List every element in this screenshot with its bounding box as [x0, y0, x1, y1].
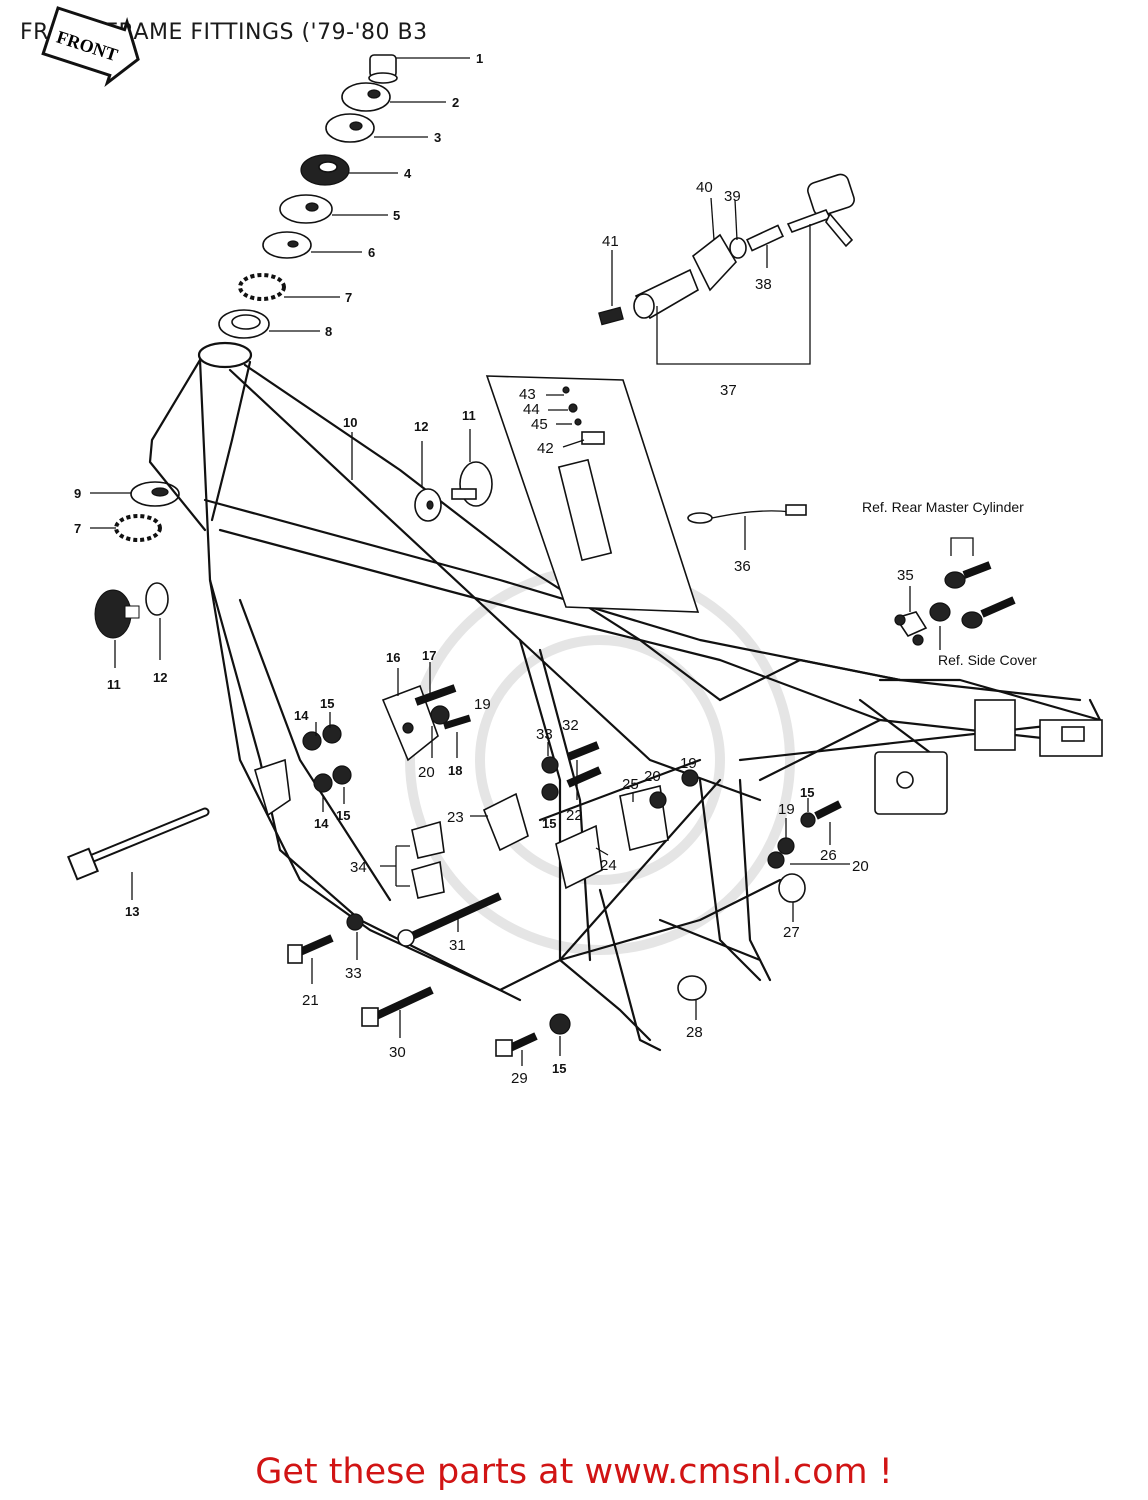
rubber-mount-11-12-left	[94, 582, 169, 668]
label-36: 36	[734, 558, 751, 575]
wire-36	[687, 504, 807, 550]
label-15b: 15	[336, 808, 350, 823]
label-13: 13	[125, 904, 139, 919]
label-23: 23	[447, 809, 464, 826]
label-10: 10	[343, 415, 357, 430]
steering-stem-parts	[114, 54, 398, 542]
label-41: 41	[602, 233, 619, 250]
label-40: 40	[696, 179, 713, 196]
label-15d: 15	[552, 1061, 566, 1076]
label-30: 30	[389, 1044, 406, 1061]
right-side-fasteners	[677, 798, 850, 1020]
label-11a: 11	[462, 408, 476, 423]
label-28: 28	[686, 1024, 703, 1041]
label-17: 17	[422, 648, 436, 663]
cone-6	[262, 231, 312, 259]
part-number-labels: 1 2 3 4 5 6 7 8 9 7 10 12 11 11 12 13 14…	[74, 51, 914, 1087]
label-12b: 12	[153, 670, 167, 685]
label-29: 29	[511, 1070, 528, 1087]
label-39: 39	[724, 188, 741, 205]
engine-mount-plates	[470, 741, 699, 890]
label-44: 44	[523, 401, 540, 418]
label-33b: 33	[345, 965, 362, 982]
label-22: 22	[566, 807, 583, 824]
race-9	[130, 481, 180, 507]
label-3: 3	[434, 130, 441, 145]
label-33a: 33	[536, 726, 553, 743]
note-side-cover: Ref. Side Cover	[938, 652, 1037, 668]
label-24: 24	[600, 857, 617, 874]
label-14a: 14	[294, 708, 309, 723]
stem-nut-1	[368, 54, 398, 84]
label-35: 35	[897, 567, 914, 584]
label-11b: 11	[107, 677, 121, 692]
label-43: 43	[519, 386, 536, 403]
label-16: 16	[386, 650, 400, 665]
race-8	[218, 309, 270, 339]
label-19c: 19	[778, 801, 795, 818]
spacers-34	[380, 820, 445, 899]
note-rear-master-cylinder: Ref. Rear Master Cylinder	[862, 499, 1024, 515]
stem-leader-lines	[90, 57, 470, 529]
ball-bearing-7a	[238, 273, 286, 301]
label-32: 32	[562, 717, 579, 734]
label-18: 18	[448, 763, 462, 778]
label-26: 26	[820, 847, 837, 864]
label-42: 42	[537, 440, 554, 457]
rear-fasteners	[894, 537, 1016, 650]
washer-3	[325, 113, 375, 143]
label-20a: 20	[418, 764, 435, 781]
label-7a: 7	[345, 290, 352, 305]
label-20b: 20	[644, 768, 661, 785]
label-14b: 14	[314, 816, 329, 831]
washer-2	[341, 82, 391, 112]
label-15c: 15	[542, 816, 556, 831]
lower-bolts	[287, 892, 571, 1066]
ball-bearing-7b	[114, 514, 162, 542]
label-31: 31	[449, 937, 466, 954]
label-5: 5	[393, 208, 400, 223]
frame-exploded-diagram: FRONT	[41, 6, 1103, 1087]
label-37: 37	[720, 382, 737, 399]
label-2: 2	[452, 95, 459, 110]
label-34: 34	[350, 859, 367, 876]
label-27: 27	[783, 924, 800, 941]
label-38: 38	[755, 276, 772, 293]
main-frame	[148, 341, 1103, 1052]
footpeg-bracket-fasteners	[302, 662, 472, 812]
rubber-mount-11-12-upper	[414, 429, 493, 522]
label-15a: 15	[320, 696, 334, 711]
label-19b: 19	[680, 755, 697, 772]
battery-panel	[485, 375, 700, 613]
label-12a: 12	[414, 419, 428, 434]
label-6: 6	[368, 245, 375, 260]
label-45: 45	[531, 416, 548, 433]
promo-footer-link[interactable]: Get these parts at www.cmsnl.com !	[255, 1452, 893, 1492]
label-9: 9	[74, 486, 81, 501]
label-8: 8	[325, 324, 332, 339]
locknut-4	[300, 154, 350, 186]
label-20c: 20	[852, 858, 869, 875]
long-bolt-13	[67, 807, 210, 900]
label-15e: 15	[800, 785, 814, 800]
label-1: 1	[476, 51, 483, 66]
label-4: 4	[404, 166, 412, 181]
label-21: 21	[302, 992, 319, 1009]
front-direction-arrow: FRONT	[41, 6, 140, 88]
label-25: 25	[622, 776, 639, 793]
washer-5	[279, 194, 333, 224]
seat-lock-assembly	[598, 173, 855, 365]
label-19a: 19	[474, 696, 491, 713]
label-7b: 7	[74, 521, 81, 536]
